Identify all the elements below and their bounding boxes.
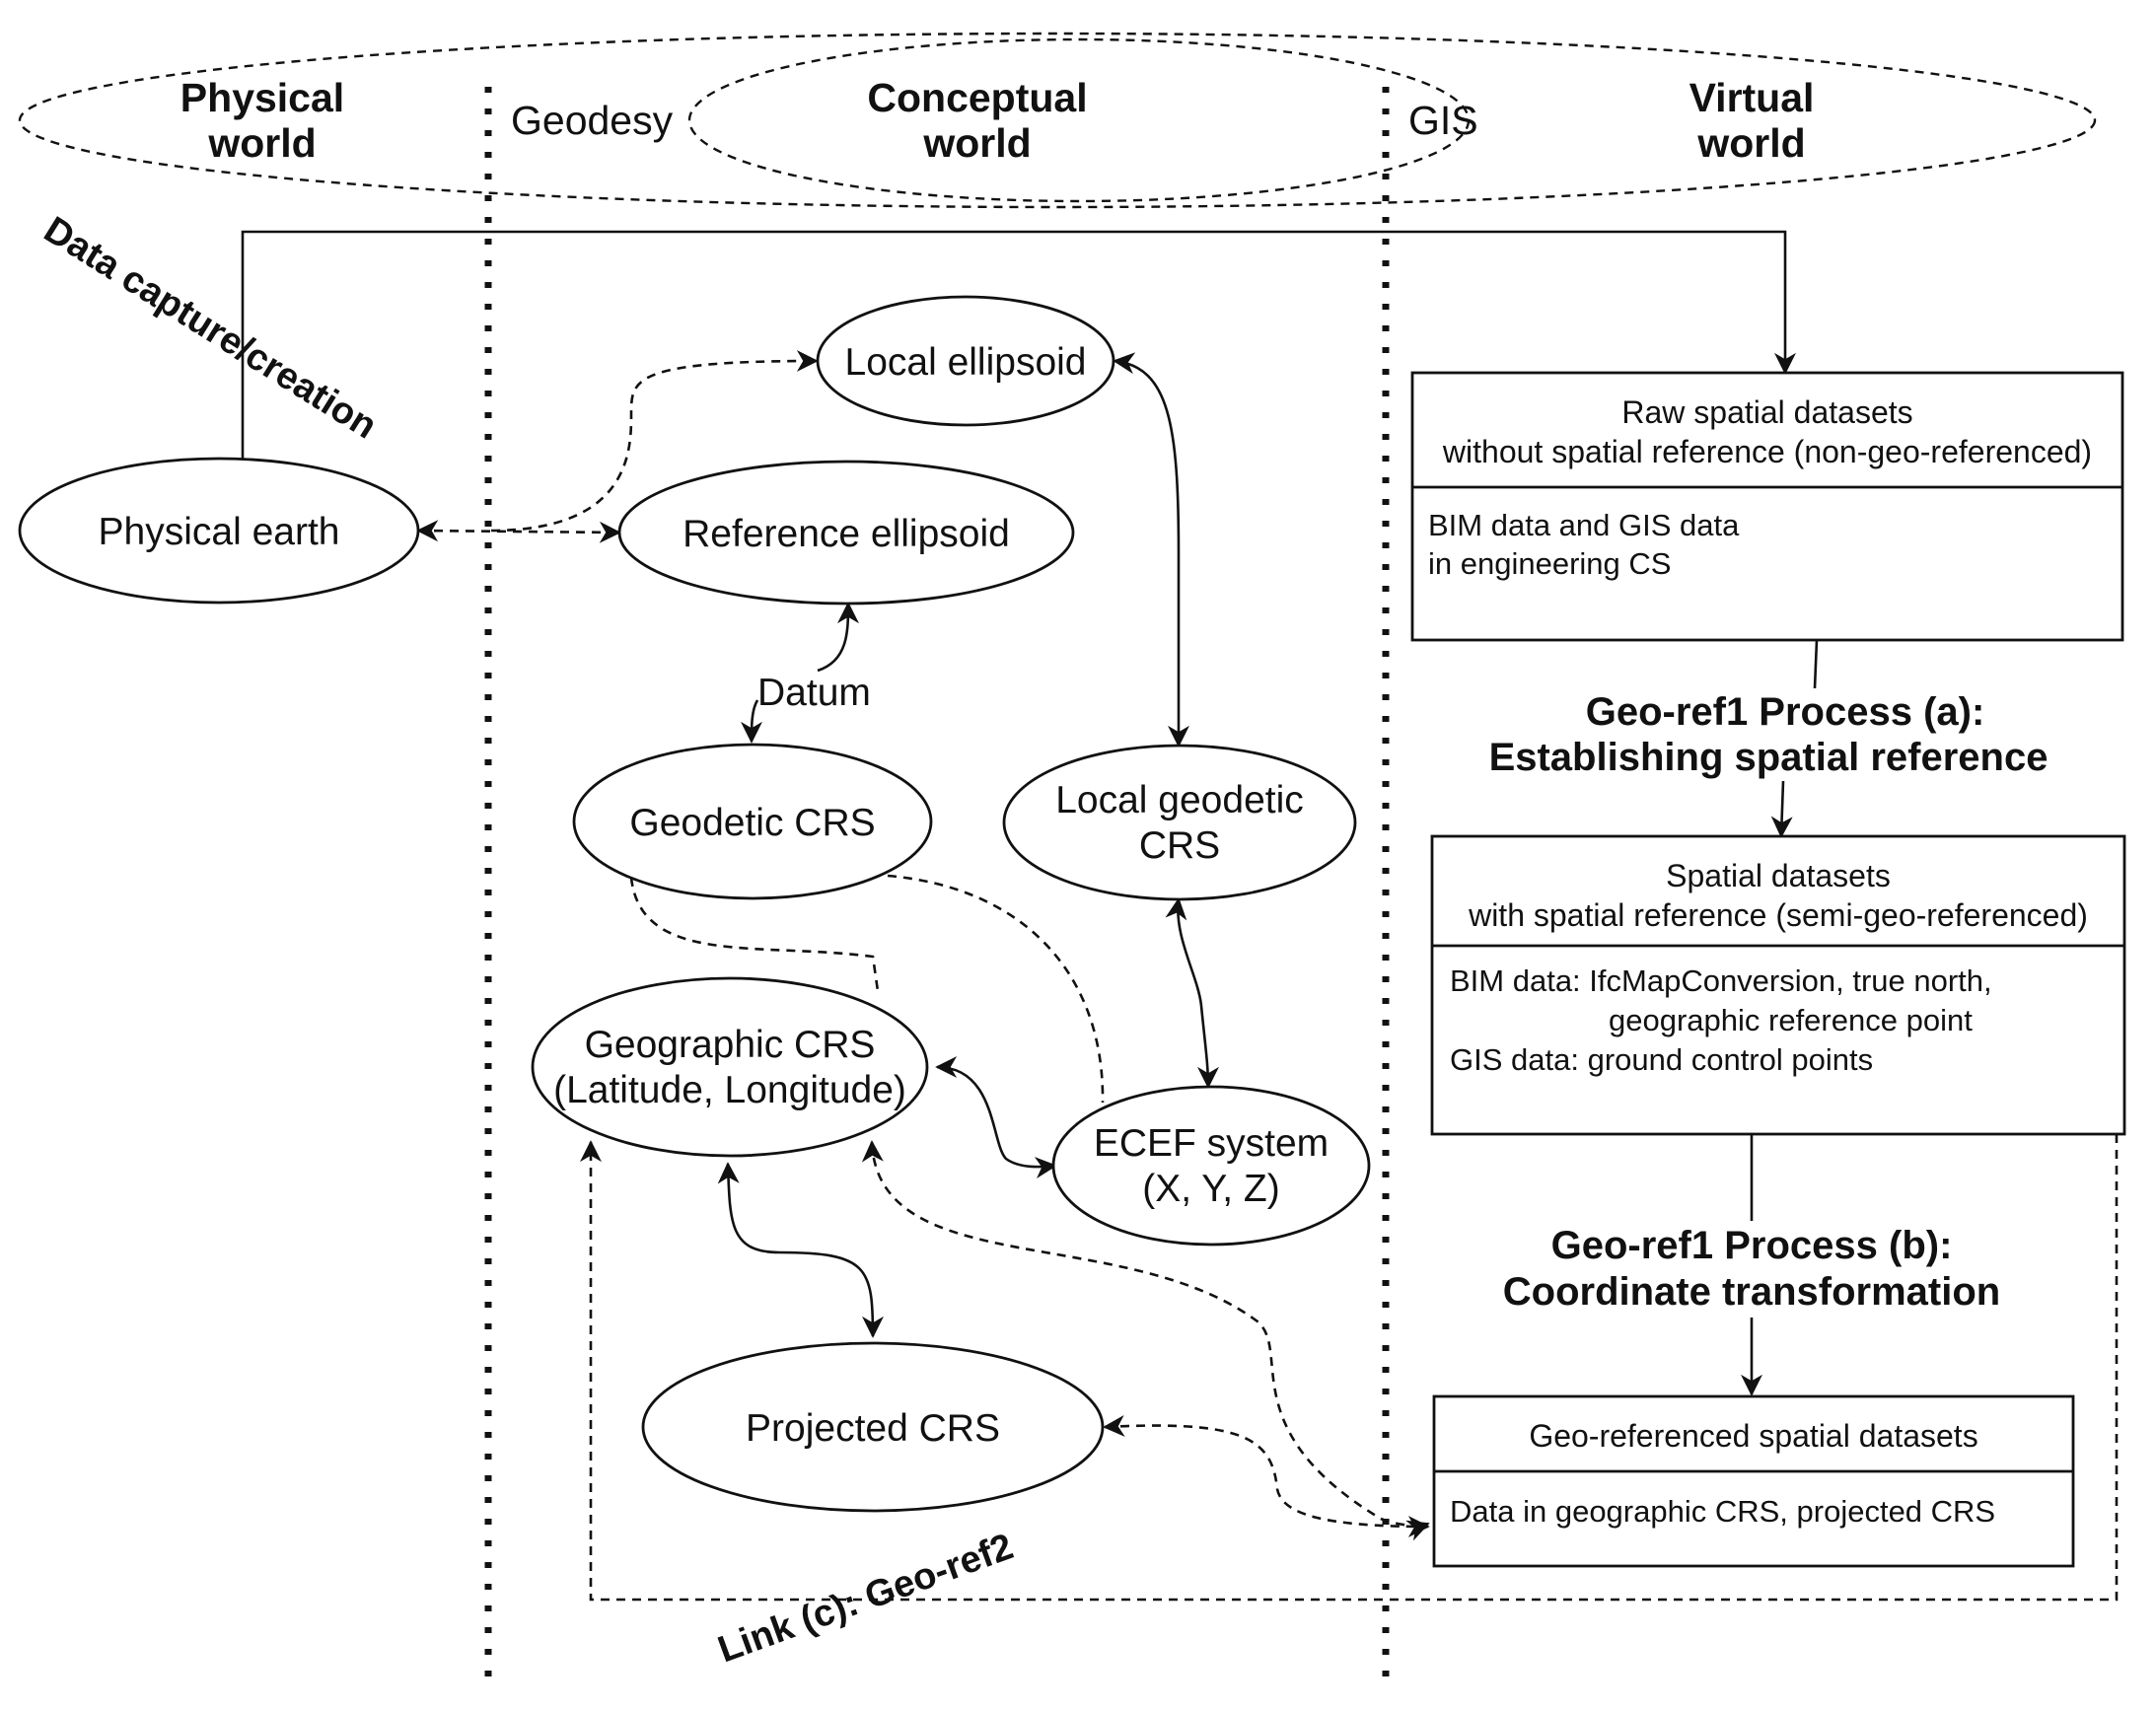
edge-physical-earth-local-ellipsoid: [490, 350, 819, 533]
edge-geographic-ecef: [935, 1056, 1057, 1178]
svg-text:GIS data: ground control point: GIS data: ground control points: [1450, 1042, 1873, 1077]
svg-text:Local ellipsoid: Local ellipsoid: [845, 341, 1087, 384]
svg-text:Reference ellipsoid: Reference ellipsoid: [683, 513, 1010, 555]
svg-text:Projected CRS: Projected CRS: [746, 1407, 1000, 1450]
edge-geographic-projected: [717, 1162, 884, 1338]
svg-text:without spatial reference (non: without spatial reference (non-geo-refer…: [1442, 434, 2092, 469]
geodesy-label: Geodesy: [511, 98, 674, 143]
svg-text:Geodetic CRS: Geodetic CRS: [629, 802, 875, 844]
svg-text:Raw spatial datasets: Raw spatial datasets: [1621, 394, 1912, 430]
edge-datum-geodetic-crs: [741, 699, 763, 744]
outer-zone-ellipse: [18, 32, 2097, 209]
virtual-world-label-line2: world: [1696, 120, 1805, 166]
svg-text:ECEF system: ECEF system: [1094, 1122, 1329, 1165]
reference-ellipsoid-node: Reference ellipsoid: [617, 460, 1075, 606]
ecef-system-node: ECEF system (X, Y, Z): [1051, 1085, 1371, 1247]
process-a-connector-bottom: [1770, 780, 1793, 838]
process-b-subtitle: Coordinate transformation: [1503, 1270, 2000, 1314]
process-a-title: Geo-ref1 Process (a):: [1586, 690, 1985, 734]
svg-text:(X, Y, Z): (X, Y, Z): [1142, 1168, 1279, 1210]
semi-georeferenced-box: Spatial datasets with spatial reference …: [1430, 834, 2126, 1136]
local-geodetic-crs-node: Local geodetic CRS: [1002, 744, 1357, 901]
process-a-subtitle: Establishing spatial reference: [1489, 736, 2048, 779]
gis-label: GIS: [1408, 98, 1478, 143]
svg-text:Geographic CRS: Geographic CRS: [585, 1024, 876, 1066]
process-a-connector-top: [1813, 639, 1819, 689]
physical-world-label: Physical: [180, 75, 344, 120]
geographic-crs-node: Geographic CRS (Latitude, Longitude): [531, 976, 929, 1158]
data-capture-label: Data capture/creation: [36, 209, 384, 448]
svg-text:CRS: CRS: [1139, 824, 1220, 867]
conceptual-world-label: Conceptual: [867, 75, 1087, 120]
svg-text:BIM data: IfcMapConversion, tr: BIM data: IfcMapConversion, true north,: [1450, 963, 1992, 998]
edge-datum-reference-ellipsoid: [817, 602, 859, 673]
raw-datasets-box: Raw spatial datasets without spatial ref…: [1410, 371, 2124, 642]
edge-local-ellipsoid-local-geodetic: [1113, 352, 1189, 748]
data-capture-connector: [241, 230, 1796, 460]
projected-crs-node: Projected CRS: [641, 1341, 1105, 1513]
svg-text:(Latitude, Longitude): (Latitude, Longitude): [553, 1069, 906, 1111]
edge-projected-geo-box-dashed: [1103, 1415, 1430, 1537]
datum-label: Datum: [757, 672, 871, 714]
local-ellipsoid-node: Local ellipsoid: [816, 295, 1115, 427]
edge-geodetic-geographic-dashed: [629, 877, 880, 992]
virtual-world-label: Virtual: [1689, 75, 1815, 120]
svg-text:Spatial datasets: Spatial datasets: [1666, 858, 1891, 893]
svg-text:in engineering CS: in engineering CS: [1428, 546, 1671, 581]
svg-text:BIM data and GIS data: BIM data and GIS data: [1428, 508, 1740, 542]
svg-text:Local geodetic: Local geodetic: [1055, 779, 1304, 821]
physical-world-label-line2: world: [207, 120, 316, 166]
geodetic-crs-node: Geodetic CRS: [572, 743, 933, 900]
physical-earth-node: Physical earth: [18, 457, 420, 605]
svg-text:Geo-referenced spatial dataset: Geo-referenced spatial datasets: [1529, 1418, 1977, 1454]
edge-local-geodetic-ecef: [1165, 897, 1219, 1089]
conceptual-world-label-line2: world: [922, 120, 1031, 166]
georeferenced-box: Geo-referenced spatial datasets Data in …: [1432, 1394, 2075, 1568]
svg-text:with spatial reference (semi-g: with spatial reference (semi-geo-referen…: [1468, 897, 2088, 933]
svg-text:Data in geographic CRS, projec: Data in geographic CRS, projected CRS: [1450, 1494, 1995, 1529]
edge-physical-earth-reference-ellipsoid: [416, 520, 621, 543]
edge-geodetic-ecef-dashed: [887, 874, 1105, 1104]
process-b-title: Geo-ref1 Process (b):: [1551, 1224, 1953, 1267]
svg-text:Physical earth: Physical earth: [99, 511, 340, 553]
svg-text:geographic reference point: geographic reference point: [1609, 1003, 1973, 1037]
conceptual-zone-ellipse: [687, 37, 1471, 203]
